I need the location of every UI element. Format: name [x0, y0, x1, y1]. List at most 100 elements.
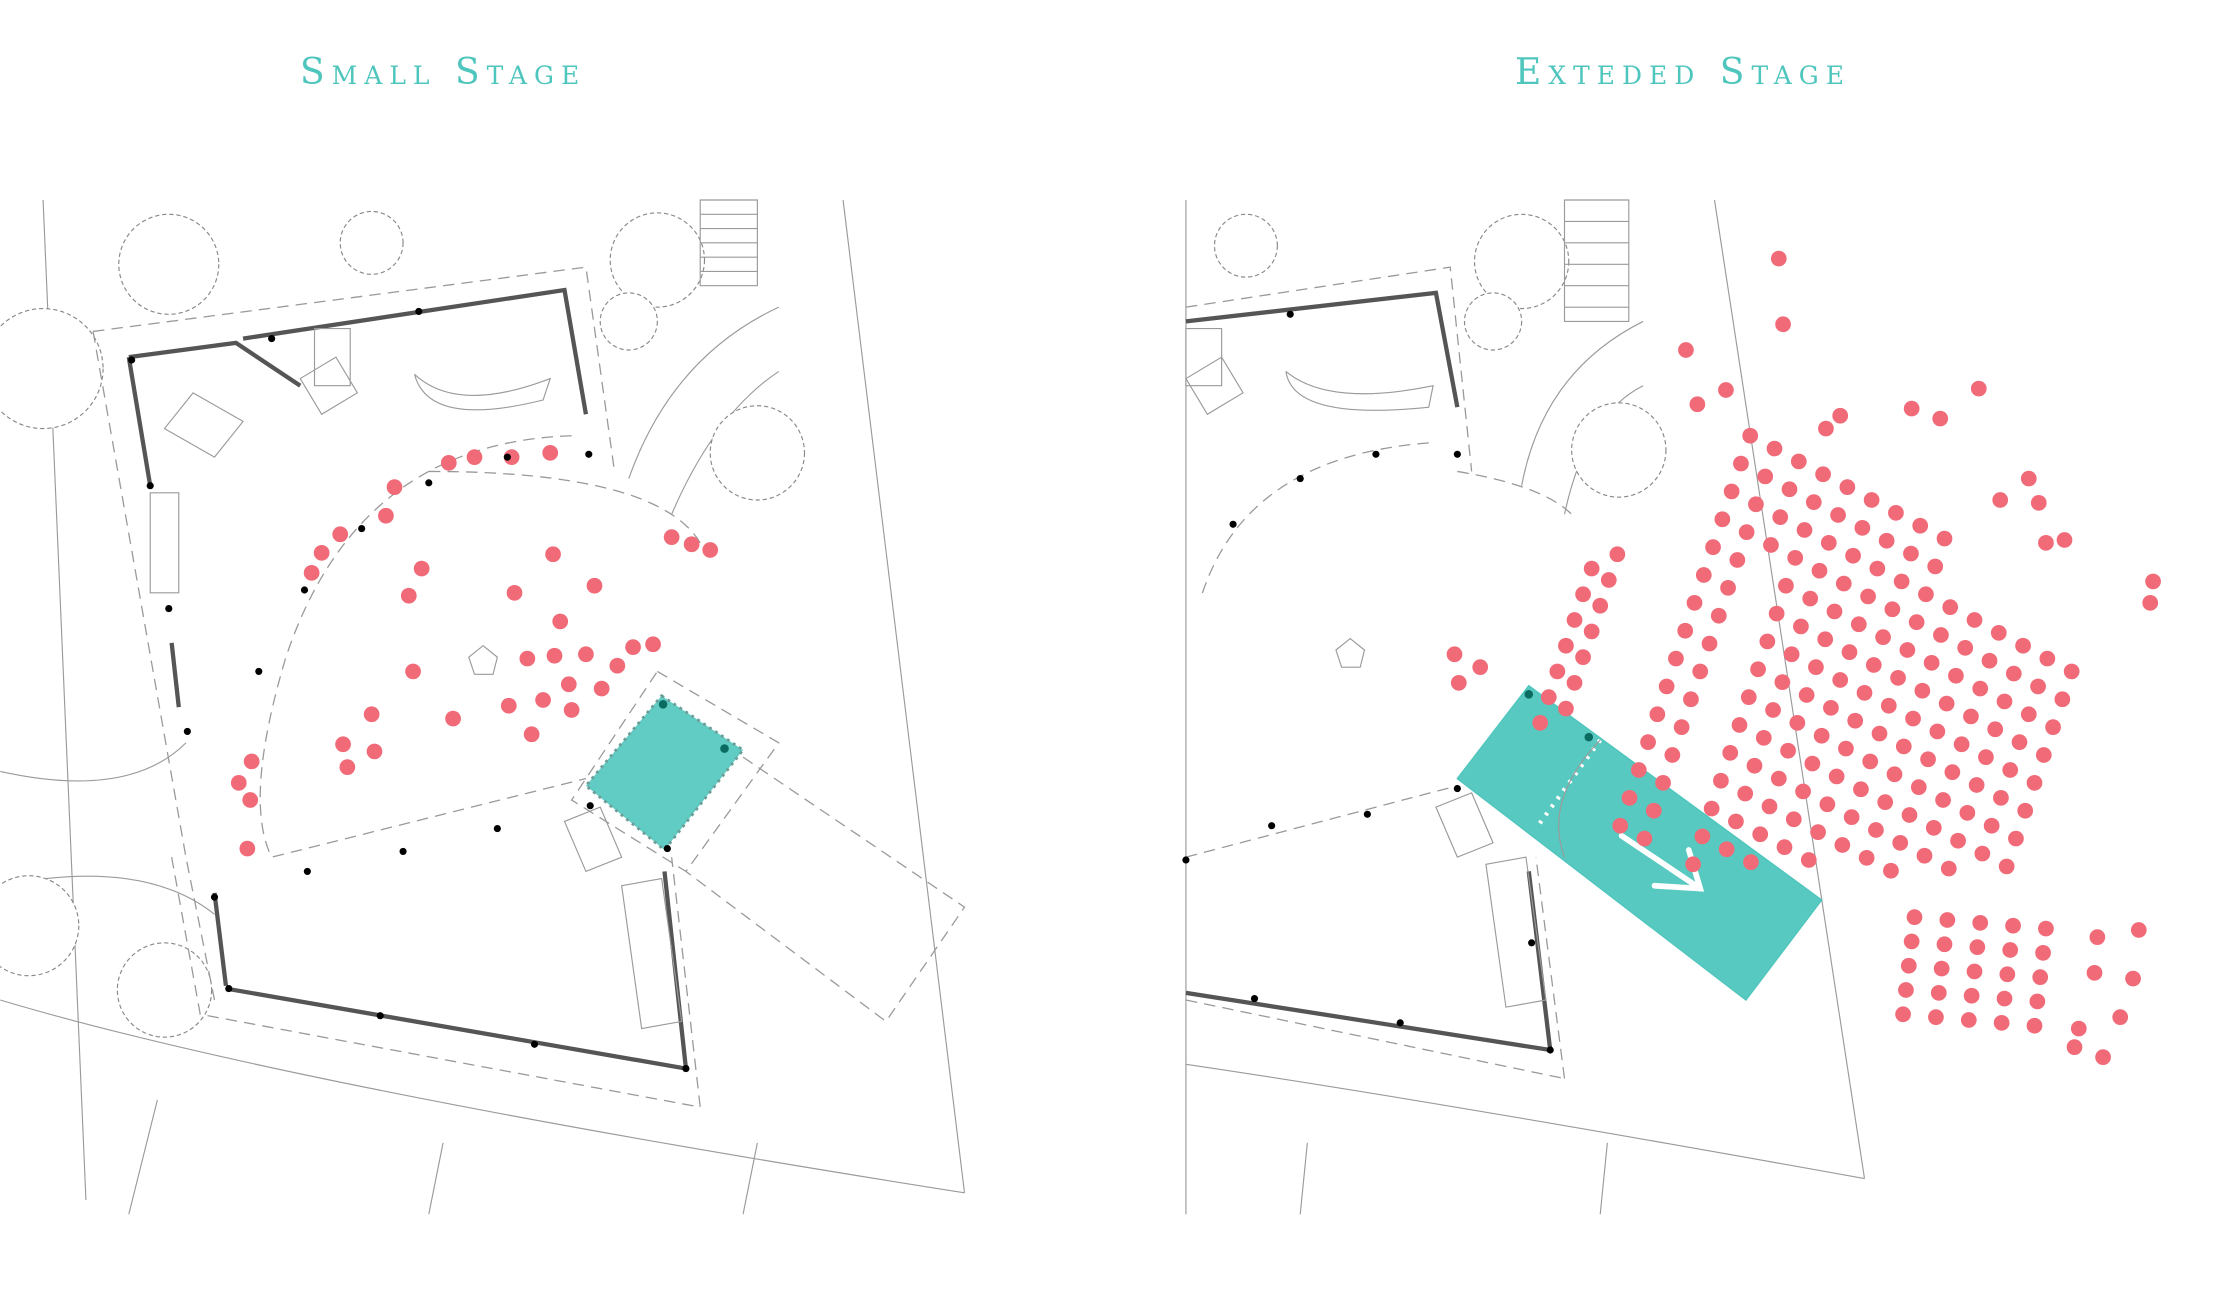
seat-dot: [1936, 936, 1953, 953]
post-dot: [1182, 856, 1190, 864]
seat-dot: [2045, 719, 2061, 735]
seat-dot: [1575, 649, 1591, 665]
seat-dot: [683, 536, 700, 553]
seat-dot: [1787, 550, 1804, 566]
seat-dot: [1893, 573, 1910, 590]
small-stage-platform: [583, 693, 746, 853]
seat-dot: [1843, 809, 1860, 825]
seat-dot: [1701, 635, 1718, 652]
post-dot: [303, 867, 311, 875]
seat-dot: [1884, 601, 1901, 618]
seat-dot: [1752, 826, 1769, 843]
seat-dot: [1805, 494, 1822, 510]
seat-dot: [1925, 820, 1942, 836]
seat-dot: [1970, 380, 1987, 397]
seat-dot: [1746, 757, 1763, 774]
seat-dot: [1540, 689, 1557, 705]
seat-dot: [1740, 689, 1757, 705]
post-dot: [1296, 475, 1304, 483]
seat-dot: [1981, 652, 1998, 669]
seat-dot: [1853, 781, 1869, 798]
seat-dot: [1630, 762, 1647, 778]
seat-dot: [1920, 751, 1936, 768]
seat-dot: [332, 526, 349, 543]
seat-dot: [1895, 1006, 1911, 1023]
seat-dot: [1790, 453, 1807, 470]
seat-dot: [1838, 740, 1854, 757]
post-dot: [165, 605, 173, 613]
seat-dot: [1800, 852, 1817, 868]
seat-dot: [1755, 730, 1772, 746]
seat-dot: [1789, 715, 1806, 731]
seat-dot: [1817, 631, 1834, 648]
posts-small: [128, 307, 690, 1073]
seat-dot: [1783, 646, 1800, 663]
seat-dot: [1796, 522, 1813, 538]
post-dot: [415, 307, 423, 315]
seat-dot: [1998, 858, 2015, 875]
seat-dot: [535, 692, 551, 708]
seat-dot: [378, 507, 394, 524]
seat-dot: [1932, 410, 1949, 427]
seat-dot: [625, 639, 641, 655]
seat-dot: [546, 647, 563, 664]
seat-dot: [2038, 920, 2054, 937]
seat-dot: [1892, 835, 1909, 851]
post-dot: [1528, 939, 1536, 947]
seat-dot: [1960, 1012, 1977, 1028]
seat-dot: [578, 646, 594, 663]
seat-dot: [405, 663, 421, 680]
seat-dot: [1900, 957, 1917, 974]
seat-dot: [1763, 537, 1779, 553]
seat-dot: [1990, 625, 2007, 641]
seat-dot: [400, 587, 417, 604]
seat-dot: [1743, 854, 1759, 870]
seat-dot: [1903, 400, 1920, 417]
seat-dot: [2020, 470, 2037, 487]
seat-dot: [1830, 507, 1846, 523]
seat-dot: [1677, 622, 1694, 639]
seat-dot: [2089, 929, 2106, 945]
seat-dot: [2086, 965, 2103, 981]
post-dot: [358, 525, 366, 533]
seat-dot: [1808, 659, 1824, 675]
seat-dot: [2030, 678, 2046, 695]
seat-dot: [1710, 607, 1727, 624]
seat-dot: [1532, 715, 1549, 731]
seat-dot: [1612, 817, 1629, 834]
seat-dot: [1996, 693, 2013, 710]
seat-dot: [230, 775, 247, 791]
seat-dot: [413, 560, 430, 577]
post-dot: [1453, 450, 1461, 458]
seat-dot: [1828, 768, 1845, 785]
seat-dot: [1996, 990, 2013, 1007]
seat-dot: [523, 726, 540, 743]
trees: [0, 210, 806, 1038]
seat-dot: [1869, 560, 1886, 577]
seat-dot: [243, 753, 260, 770]
seat-dot: [1942, 599, 1959, 615]
seat-dot: [2026, 775, 2043, 791]
seat-dot: [2011, 734, 2028, 750]
seat-dot: [2095, 1049, 2111, 1065]
seat-dot: [1834, 837, 1851, 853]
seat-dot: [2112, 1009, 2129, 1025]
seat-dot: [1668, 650, 1684, 667]
seat-dot: [1621, 790, 1638, 806]
post-dot: [399, 847, 407, 855]
seat-dot: [239, 840, 256, 857]
seat-dot: [2056, 532, 2073, 548]
seat-dot: [1888, 505, 1904, 521]
seat-dot: [1776, 839, 1793, 855]
seat-dot: [1883, 862, 1899, 879]
post-dot: [376, 1012, 384, 1020]
seat-dot: [563, 702, 580, 718]
seat-dot: [1757, 468, 1774, 485]
seat-dot: [1858, 850, 1875, 866]
seat-dot: [1862, 753, 1879, 770]
seat-dot: [1963, 987, 1980, 1004]
seat-dot: [1966, 612, 1983, 628]
seat-dot: [303, 565, 320, 581]
seat-dot: [1928, 1009, 1944, 1025]
seat-dot: [1890, 670, 1906, 686]
